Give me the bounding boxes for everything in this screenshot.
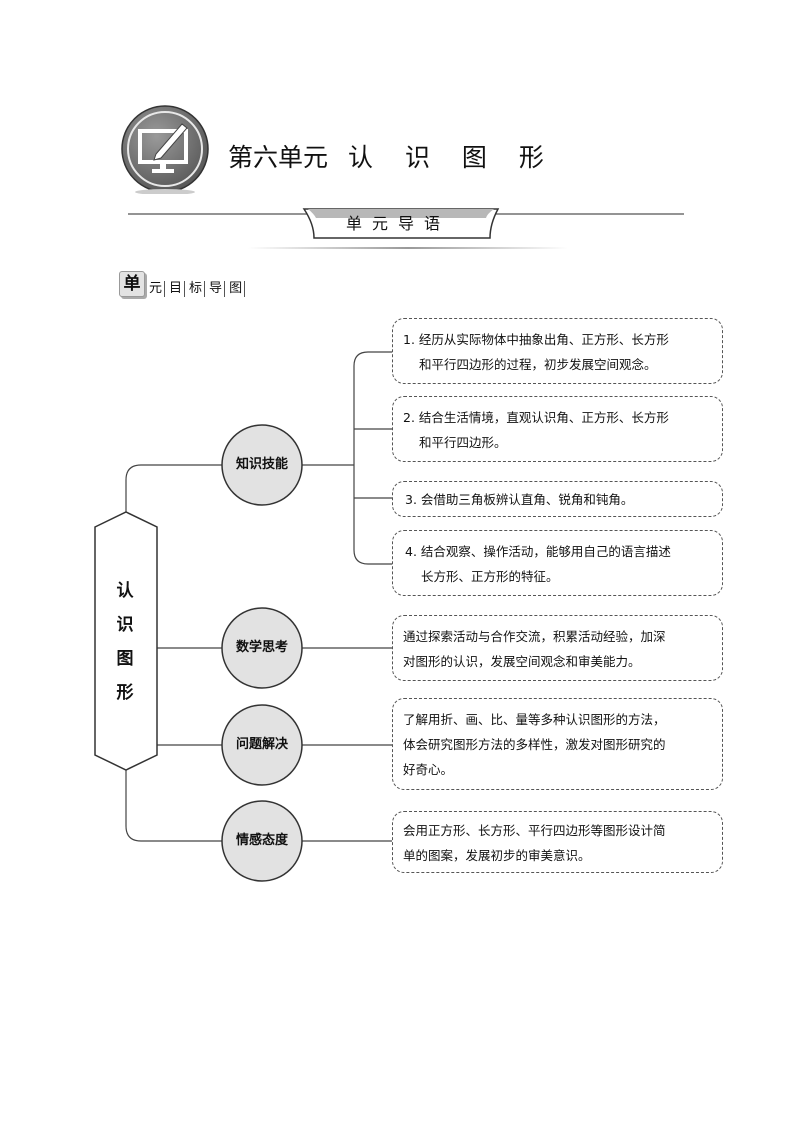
root-label: 认 识 图 形 bbox=[110, 574, 140, 710]
knowledge-item-box: 4. 结合观察、操作活动，能够用自己的语言描述 长方形、正方形的特征。 bbox=[392, 530, 723, 596]
node-circle bbox=[221, 607, 303, 689]
box-line: 单的图案，发展初步的审美意识。 bbox=[403, 848, 591, 863]
box-line: 1. 经历从实际物体中抽象出角、正方形、长方形 bbox=[403, 332, 669, 347]
section-heading-char: 目 bbox=[167, 281, 186, 297]
node-label-knowledge: 知识技能 bbox=[235, 457, 288, 472]
section-heading: 单 元 目 标 导 图 bbox=[119, 271, 246, 297]
box-line: 好奇心。 bbox=[403, 762, 454, 777]
node-circle bbox=[221, 800, 303, 882]
root-char: 识 bbox=[116, 615, 134, 635]
banner-label: 单元导语 bbox=[345, 214, 450, 233]
node-label-problem: 问题解决 bbox=[235, 737, 288, 752]
monitor-pen-icon bbox=[121, 105, 209, 194]
attitude-box: 会用正方形、长方形、平行四边形等图形设计简 单的图案，发展初步的审美意识。 bbox=[392, 811, 723, 873]
knowledge-item-box: 3. 会借助三角板辨认直角、锐角和钝角。 bbox=[392, 481, 723, 517]
root-hexagon bbox=[94, 511, 158, 771]
box-line: 了解用折、画、比、量等多种认识图形的方法， bbox=[403, 712, 666, 727]
unit-name: 认 识 图 形 bbox=[348, 143, 556, 172]
box-line: 和平行四边形。 bbox=[419, 435, 507, 450]
box-line: 会用正方形、长方形、平行四边形等图形设计简 bbox=[403, 823, 666, 838]
node-circle bbox=[221, 704, 303, 786]
node-label-attitude: 情感态度 bbox=[235, 833, 288, 848]
node-circle bbox=[221, 424, 303, 506]
title-rule-banner bbox=[128, 208, 684, 249]
unit-number: 第六单元 bbox=[228, 143, 329, 172]
section-heading-char: 标 bbox=[187, 281, 206, 297]
box-line: 体会研究图形方法的多样性，激发对图形研究的 bbox=[403, 737, 666, 752]
box-line: 对图形的认识，发展空间观念和审美能力。 bbox=[403, 654, 641, 669]
box-line: 长方形、正方形的特征。 bbox=[421, 569, 559, 584]
unit-title: 第六单元认 识 图 形 bbox=[228, 140, 556, 176]
box-line: 通过探索活动与合作交流，积累活动经验，加深 bbox=[403, 629, 666, 644]
root-char: 认 bbox=[116, 581, 134, 601]
node-label-thinking: 数学思考 bbox=[235, 640, 288, 655]
section-heading-char: 图 bbox=[227, 281, 246, 297]
box-line: 2. 结合生活情境，直观认识角、正方形、长方形 bbox=[403, 410, 669, 425]
thinking-box: 通过探索活动与合作交流，积累活动经验，加深 对图形的认识，发展空间观念和审美能力… bbox=[392, 615, 723, 681]
box-line: 4. 结合观察、操作活动，能够用自己的语言描述 bbox=[405, 544, 671, 559]
root-char: 形 bbox=[116, 683, 134, 703]
box-line: 3. 会借助三角板辨认直角、锐角和钝角。 bbox=[405, 492, 634, 507]
problem-box: 了解用折、画、比、量等多种认识图形的方法， 体会研究图形方法的多样性，激发对图形… bbox=[392, 698, 723, 790]
knowledge-item-box: 1. 经历从实际物体中抽象出角、正方形、长方形 和平行四边形的过程，初步发展空间… bbox=[392, 318, 723, 384]
section-heading-char: 元 bbox=[147, 281, 166, 297]
root-char: 图 bbox=[116, 649, 134, 669]
section-heading-char: 导 bbox=[207, 281, 226, 297]
box-line: 和平行四边形的过程，初步发展空间观念。 bbox=[419, 357, 657, 372]
knowledge-item-box: 2. 结合生活情境，直观认识角、正方形、长方形 和平行四边形。 bbox=[392, 396, 723, 462]
section-heading-first-char: 单 bbox=[119, 271, 145, 297]
